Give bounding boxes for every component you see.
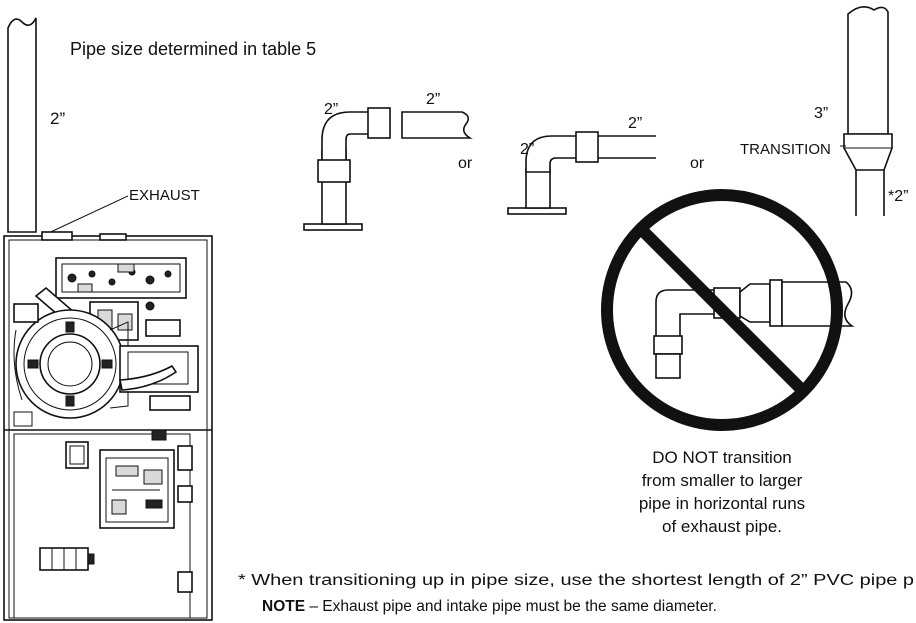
note-line: NOTE – Exhaust pipe and intake pipe must… xyxy=(262,598,717,615)
warning-line-1: DO NOT transition xyxy=(652,448,792,467)
elbow2-size-label: 2” xyxy=(520,141,534,158)
vertical-exhaust-pipe xyxy=(7,17,37,233)
elbow2-pipe-size-label: 2” xyxy=(628,115,642,132)
transition-lower-size-label: *2” xyxy=(888,188,908,205)
transition-option xyxy=(840,6,893,216)
pipe-size-note: Pipe size determined in table 5 xyxy=(70,39,316,59)
elbow1-size-label: 2” xyxy=(324,101,338,118)
exhaust-label: EXHAUST xyxy=(129,187,200,204)
prohibited-transition-symbol xyxy=(601,189,855,431)
elbow-option-1 xyxy=(303,107,473,231)
warning-line-3: pipe in horizontal runs xyxy=(639,494,805,513)
warning-line-2: from smaller to larger xyxy=(642,471,803,490)
transition-upper-size-label: 3” xyxy=(814,105,828,122)
or-separator-1: or xyxy=(458,155,473,172)
asterisk-footnote: * When transitioning up in pipe size, us… xyxy=(238,572,914,589)
exhaust-leader-line xyxy=(41,195,129,237)
or-separator-2: or xyxy=(690,155,705,172)
note-label: NOTE xyxy=(262,598,305,615)
elbow1-pipe-size-label: 2” xyxy=(426,91,440,108)
elbow-option-2 xyxy=(507,131,656,215)
vertical-pipe-size-label: 2” xyxy=(50,109,65,128)
warning-line-4: of exhaust pipe. xyxy=(662,517,782,536)
note-text: – Exhaust pipe and intake pipe must be t… xyxy=(305,598,717,615)
transition-label: TRANSITION xyxy=(740,141,831,158)
furnace-cabinet xyxy=(3,231,213,621)
